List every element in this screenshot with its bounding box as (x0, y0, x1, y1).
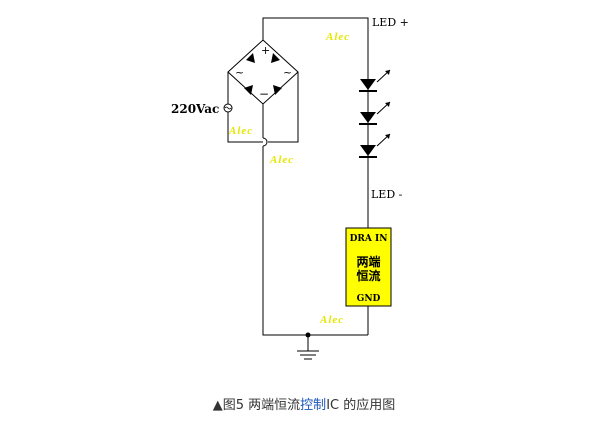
led-icon (359, 133, 391, 158)
ic-name-line2: 恒流 (356, 268, 380, 283)
diode-icon (273, 85, 282, 95)
watermark-alec: Alec (325, 31, 350, 43)
wire-negative-return (262, 146, 368, 336)
wire-bridge-top (262, 17, 369, 72)
led-minus-label: LED - (371, 188, 403, 201)
watermark-alec: Alec (319, 314, 344, 326)
caption-link[interactable]: 控制 (300, 398, 327, 413)
ground-icon (297, 332, 319, 360)
caption-suffix: IC 的应用图 (326, 398, 396, 413)
bridge-rectifier: + − ~ ~ (227, 39, 299, 105)
figure-caption: ▲图5 两端恒流控制IC 的应用图 (0, 394, 608, 413)
bridge-plus-label: + (261, 44, 270, 57)
led-plus-label: LED + (372, 16, 409, 29)
ic-drain-label: DRA IN (350, 234, 388, 244)
diode-icon (271, 53, 280, 63)
diode-icon (244, 85, 253, 95)
led-icon (359, 69, 391, 92)
watermark-alec: Alec (269, 154, 294, 166)
ac-source-label: 220Vac (171, 102, 219, 116)
constant-current-ic: DRA IN 两端 恒流 GND (345, 227, 392, 307)
ic-gnd-label: GND (357, 294, 381, 304)
bridge-minus-label: − (259, 87, 269, 101)
led-string (359, 69, 391, 167)
bridge-ac-right-label: ~ (283, 66, 292, 79)
ic-name-line1: 两端 (356, 254, 380, 269)
wire-ac-right (268, 72, 299, 143)
caption-prefix: ▲图5 两端恒流 (212, 398, 301, 413)
led-icon (359, 101, 391, 125)
wire-ac-left (227, 72, 263, 143)
watermark-alec: Alec (228, 125, 253, 137)
bridge-ac-left-label: ~ (235, 66, 244, 79)
diode-icon (246, 53, 255, 63)
